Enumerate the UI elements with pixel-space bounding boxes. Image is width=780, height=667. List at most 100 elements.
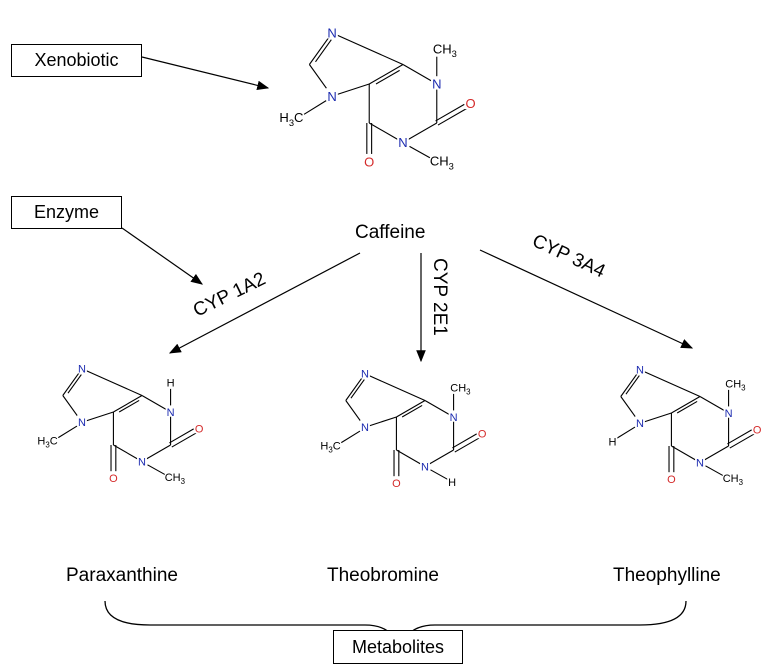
atom-mask: [165, 405, 176, 417]
hydrogen-atom: H: [167, 377, 175, 389]
hydrogen-atom: H: [448, 477, 456, 489]
bond-line: [331, 32, 404, 66]
atom-mask: [448, 410, 459, 422]
oxygen-atom: O: [392, 478, 401, 490]
methyl-group: CH3: [430, 154, 454, 172]
bond-line: [409, 145, 431, 159]
nitrogen-atom: N: [636, 365, 644, 377]
nitrogen-atom: N: [432, 77, 441, 92]
nitrogen-atom: N: [636, 418, 644, 430]
xenobiotic-box: Xenobiotic: [11, 44, 142, 77]
atom-mask: [165, 375, 176, 388]
methyl-group: H3C: [320, 440, 340, 454]
atom-mask: [76, 361, 87, 374]
atom-mask: [359, 420, 370, 432]
nitrogen-atom: N: [78, 364, 86, 376]
bond-line: [437, 108, 467, 126]
bond-line: [625, 375, 640, 395]
oxygen-atom: O: [109, 473, 118, 485]
metabolites-box: Metabolites: [333, 630, 463, 664]
oxygen-atom: O: [364, 155, 374, 170]
methyl-group: H3C: [279, 110, 303, 128]
nitrogen-atom: N: [398, 135, 407, 150]
atom-mask: [326, 24, 338, 39]
atom-mask: [363, 153, 376, 168]
theophylline-name: Theophylline: [613, 565, 721, 586]
bond-line: [58, 425, 78, 439]
bond-line: [452, 433, 477, 449]
methyl-group: CH3: [450, 382, 471, 396]
bond-line: [368, 64, 404, 85]
atom-mask: [634, 362, 645, 375]
nitrogen-atom: N: [696, 457, 704, 469]
xenobiotic-label: Xenobiotic: [34, 50, 119, 70]
bond-line: [454, 437, 480, 453]
bond-line: [639, 412, 672, 424]
atom-mask: [326, 88, 338, 102]
atom-mask: [397, 134, 409, 149]
bond-line: [435, 103, 465, 122]
methyl-group: H3C: [37, 435, 57, 449]
atom-mask: [137, 454, 147, 467]
bond-line: [396, 400, 426, 418]
atom-mask: [464, 95, 477, 110]
bond-line: [727, 429, 752, 445]
cyp3a4-arrow: [479, 249, 694, 349]
bond-line: [67, 374, 82, 394]
xenobiotic-arrow: [141, 56, 270, 91]
paraxanthine-name: Paraxanthine: [66, 565, 178, 586]
bond-line: [350, 379, 365, 399]
nitrogen-atom: N: [138, 456, 146, 468]
bond-line: [169, 428, 194, 444]
cyp1a2-arrow: [168, 252, 361, 354]
methyl-group: CH3: [725, 378, 746, 392]
nitrogen-atom: N: [361, 422, 369, 434]
oxygen-atom: O: [478, 428, 487, 440]
bond-line: [147, 464, 166, 475]
atom-mask: [391, 476, 402, 488]
atom-mask: [194, 421, 205, 434]
bond-line: [113, 395, 143, 413]
nitrogen-atom: N: [78, 417, 86, 429]
bond-line: [401, 404, 423, 418]
atom-mask: [76, 415, 87, 427]
bond-line: [81, 411, 114, 423]
caffeine-name: Caffeine: [355, 222, 426, 243]
bond-line: [171, 432, 197, 448]
bond-line: [364, 416, 397, 428]
atom-mask: [430, 75, 443, 90]
bond-line: [331, 83, 370, 97]
oxygen-atom: O: [465, 96, 475, 111]
nitrogen-atom: N: [361, 369, 369, 381]
bond-line: [616, 426, 636, 440]
atom-mask: [634, 416, 645, 428]
nitrogen-atom: N: [421, 461, 429, 473]
atom-mask: [359, 366, 370, 379]
bond-line: [639, 369, 701, 398]
oxygen-atom: O: [195, 423, 204, 435]
nitrogen-atom: N: [327, 89, 336, 104]
atom-mask: [666, 472, 677, 484]
metabolites-label: Metabolites: [351, 636, 445, 657]
bond-line: [118, 399, 140, 413]
atom-mask: [607, 434, 618, 447]
cyp1a2-label: CYP 1A2: [190, 269, 269, 322]
atom-mask: [695, 455, 705, 468]
oxygen-atom: O: [753, 424, 762, 436]
cyp2e1-label: CYP 2E1: [429, 258, 450, 336]
bond-line: [705, 465, 724, 476]
enzyme-box: Enzyme: [11, 196, 122, 229]
bond-line: [430, 469, 449, 480]
methyl-group: CH3: [165, 472, 186, 486]
methyl-group: CH3: [723, 473, 744, 487]
bond-line: [671, 396, 701, 414]
bond-line: [364, 373, 426, 402]
bond-line: [315, 39, 332, 63]
atom-mask: [108, 471, 119, 483]
atom-mask: [752, 422, 763, 435]
bond-line: [729, 433, 755, 449]
